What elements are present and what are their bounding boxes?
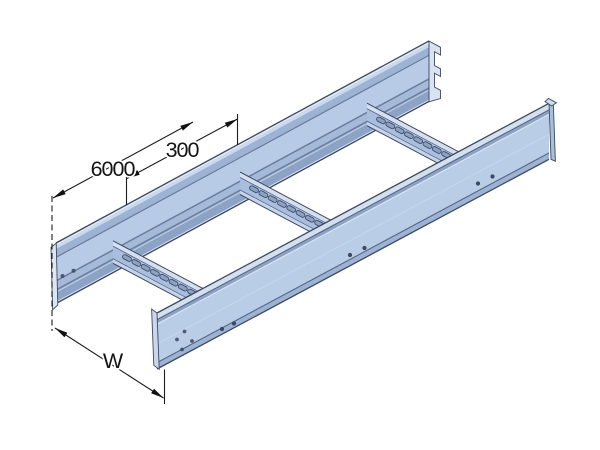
- rung-band: [367, 120, 463, 173]
- rung-band: [240, 172, 336, 228]
- arrow-length-right: [180, 122, 193, 131]
- rung-slot: [267, 195, 278, 203]
- far-rail-band: [56, 54, 429, 259]
- rung: [239, 171, 337, 246]
- far-rail-band: [56, 46, 429, 257]
- near-rail-web-sheen: [156, 133, 550, 345]
- rung-slot: [304, 214, 315, 223]
- near-rail-splice-hole: [175, 337, 179, 342]
- far-rail-right-end-cap: [428, 40, 441, 103]
- far-rail-left-end-cap: [50, 242, 59, 311]
- rung-band: [113, 240, 209, 297]
- arrow-length-left: [53, 189, 66, 198]
- rivet-hole: [475, 181, 481, 186]
- rung-slot: [385, 121, 396, 130]
- near-rail-band: [157, 153, 549, 369]
- arrow-width-bottom: [151, 388, 164, 398]
- rung-slot: [150, 268, 160, 277]
- near-rail-top-edge: [156, 102, 550, 314]
- near-rail-band: [157, 113, 549, 362]
- dimension-annotations: 6000 300 W: [51, 114, 239, 404]
- rivet-hole: [362, 245, 367, 251]
- near-rail-left-end-cap: [151, 308, 160, 371]
- rung-band: [113, 245, 209, 298]
- length-dimension-label: 6000: [91, 157, 136, 181]
- arrow-width-top: [55, 328, 68, 338]
- arrow-spacing-right: [224, 119, 238, 128]
- rung-slot: [131, 259, 142, 267]
- rung-slot: [277, 200, 287, 208]
- rung-slot: [404, 131, 414, 140]
- rung-spacing-dimension-label: 300: [166, 138, 200, 162]
- rung-top-edge: [239, 171, 337, 224]
- rivet-hole: [347, 252, 353, 258]
- near-rail-band: [157, 103, 549, 319]
- rung-slot: [394, 126, 405, 135]
- far-rail-top-highlight: [55, 42, 430, 246]
- far-rail-hem-highlight: [55, 99, 430, 303]
- rung-slot-holes: [376, 116, 451, 159]
- near-rail-right-flange-tab: [544, 97, 558, 107]
- near-rail-splice-hole: [190, 339, 194, 343]
- dimension-line-length: [52, 121, 194, 199]
- rung-band: [367, 108, 463, 161]
- rung-slot: [168, 278, 179, 287]
- rung-slot: [422, 141, 433, 149]
- far-rail-band: [56, 56, 429, 280]
- rung-slot: [376, 116, 386, 125]
- rung-slot: [431, 146, 442, 154]
- near-rail-web-highlight: [156, 114, 550, 325]
- rung-band: [367, 103, 463, 160]
- far-rail-splice-hole: [71, 268, 76, 273]
- dimension-line-width: [54, 327, 164, 399]
- rung-slot: [258, 190, 269, 198]
- rungs: [112, 102, 464, 315]
- rivet-hole: [231, 321, 237, 326]
- near-rail-bottom-edge: [156, 158, 550, 370]
- dimension-line-rung-spacing: [126, 118, 238, 179]
- near-rail-splice-hole: [180, 347, 184, 352]
- rung-slot-holes: [249, 185, 324, 228]
- rung-slot: [122, 254, 132, 262]
- rung-slot: [177, 283, 188, 292]
- rung-slot: [140, 264, 151, 272]
- rung-top-edge: [366, 102, 464, 155]
- rung-slot: [286, 205, 297, 213]
- near-rail-band: [157, 109, 549, 321]
- near-rail-band: [157, 110, 549, 324]
- near-rail-splice-hole: [182, 329, 187, 334]
- rung-band: [240, 177, 336, 229]
- rung: [112, 240, 210, 315]
- rung-slot: [413, 136, 424, 144]
- dimension-arrowheads: [53, 119, 238, 398]
- width-dimension-label: W: [103, 349, 124, 373]
- near-rail-right-end-cap: [548, 102, 556, 163]
- far-rail-bottom-edge: [55, 100, 430, 305]
- far-rail-top-edge: [55, 40, 430, 244]
- near-side-rail: [151, 97, 558, 371]
- arrow-spacing-left: [127, 169, 140, 179]
- rung-slot: [295, 210, 306, 218]
- rung-top-edge: [112, 240, 210, 293]
- far-rail-splice-hole: [60, 274, 65, 278]
- near-rail-band: [157, 152, 549, 364]
- rivet-hole: [490, 174, 495, 179]
- rivet-hole: [219, 326, 225, 332]
- rung-band: [240, 189, 336, 242]
- rung-slot: [249, 185, 259, 194]
- rung-band: [113, 258, 209, 311]
- rung-slot: [159, 273, 170, 282]
